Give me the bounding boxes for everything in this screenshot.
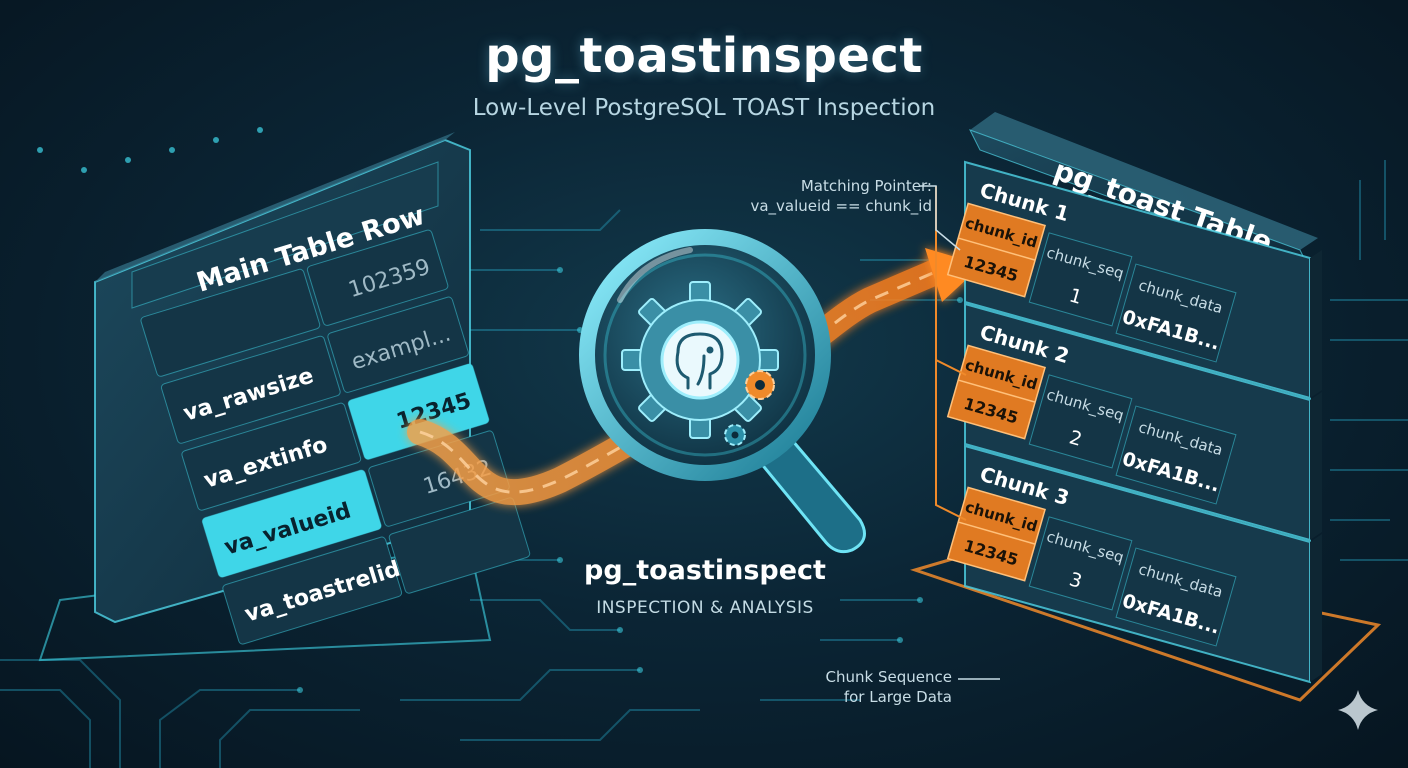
chunk-id-cell (946, 202, 1046, 298)
main-table-label-cell (201, 469, 382, 578)
pointer-annotation-line2: va_valueid == chunk_id (750, 197, 932, 215)
main-table-label-cell (140, 268, 321, 377)
sequence-annotation: Chunk Sequence for Large Data (740, 667, 952, 707)
chunk-seq-cell (1028, 516, 1133, 611)
center-title: pg_toastinspect (584, 555, 826, 586)
elephant-icon (675, 332, 724, 390)
pointer-connectors (935, 186, 967, 521)
page-title: pg_toastinspect (485, 28, 923, 84)
chunk-seq-value: 2 (1067, 426, 1085, 450)
chunk-data-cell (1115, 405, 1237, 505)
pointer-annotation-line1: Matching Pointer: (800, 177, 932, 195)
chunk-data-cell (1115, 263, 1237, 363)
magnifier-handle (757, 437, 866, 554)
chunk-seq-cell (1028, 374, 1133, 469)
pointer-annotation: Matching Pointer: va_valueid == chunk_id (700, 176, 932, 216)
main-table-value-cell (306, 229, 449, 326)
main-table-value-cell (388, 497, 531, 594)
chunk-seq-value: 1 (1067, 284, 1085, 308)
main-table-label-cell (222, 536, 403, 645)
small-gear-icon (745, 370, 775, 400)
page-subtitle: Low-Level PostgreSQL TOAST Inspection (472, 95, 936, 121)
gear-icon (621, 281, 779, 439)
sequence-annotation-line2: for Large Data (843, 688, 952, 706)
chunk-id-cell (946, 486, 1046, 582)
chunk-data-cell (1115, 547, 1237, 647)
chunk-seq-cell (1028, 232, 1133, 327)
main-table-value-cell (327, 296, 469, 393)
chunk-seq-value: 3 (1067, 568, 1085, 592)
small-gear-icon (724, 424, 746, 446)
main-table-label-cell (181, 402, 362, 511)
center-subtitle: INSPECTION & ANALYSIS (596, 598, 814, 618)
sequence-annotation-line1: Chunk Sequence (825, 668, 952, 686)
chunk-id-cell (946, 344, 1046, 440)
main-table-label-cell (160, 335, 341, 444)
